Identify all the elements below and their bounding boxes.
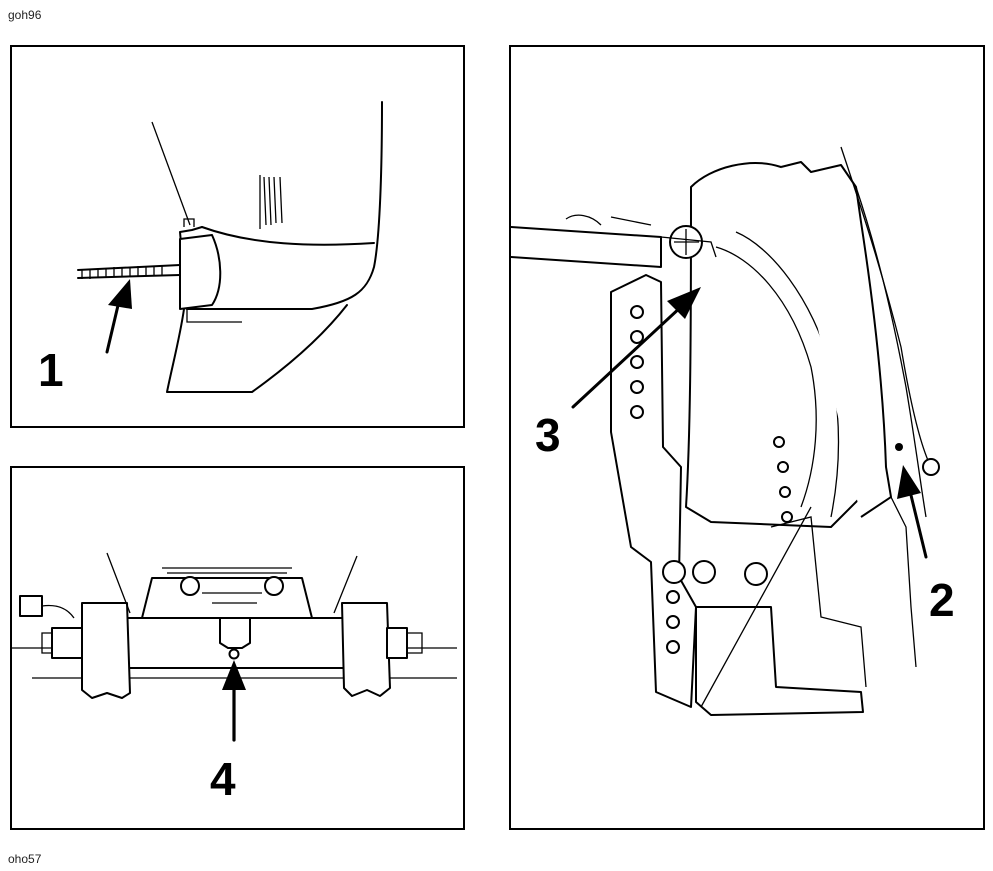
gearcase-illustration — [77, 101, 383, 393]
callout-4: 4 — [210, 753, 236, 805]
figure-code-top: goh96 — [8, 8, 42, 22]
transom-bracket-illustration — [511, 146, 940, 716]
bracket-illustration — [12, 552, 457, 742]
callout-3: 3 — [535, 409, 561, 461]
figure-code-bottom: oho57 — [8, 852, 42, 866]
panel-right-transom-bracket: 3 2 — [509, 45, 985, 830]
callout-2: 2 — [929, 574, 955, 626]
panel-1-gearcase: 1 — [10, 45, 465, 428]
panel-4-bracket-assembly: 4 — [10, 466, 465, 830]
callout-1: 1 — [38, 344, 64, 396]
